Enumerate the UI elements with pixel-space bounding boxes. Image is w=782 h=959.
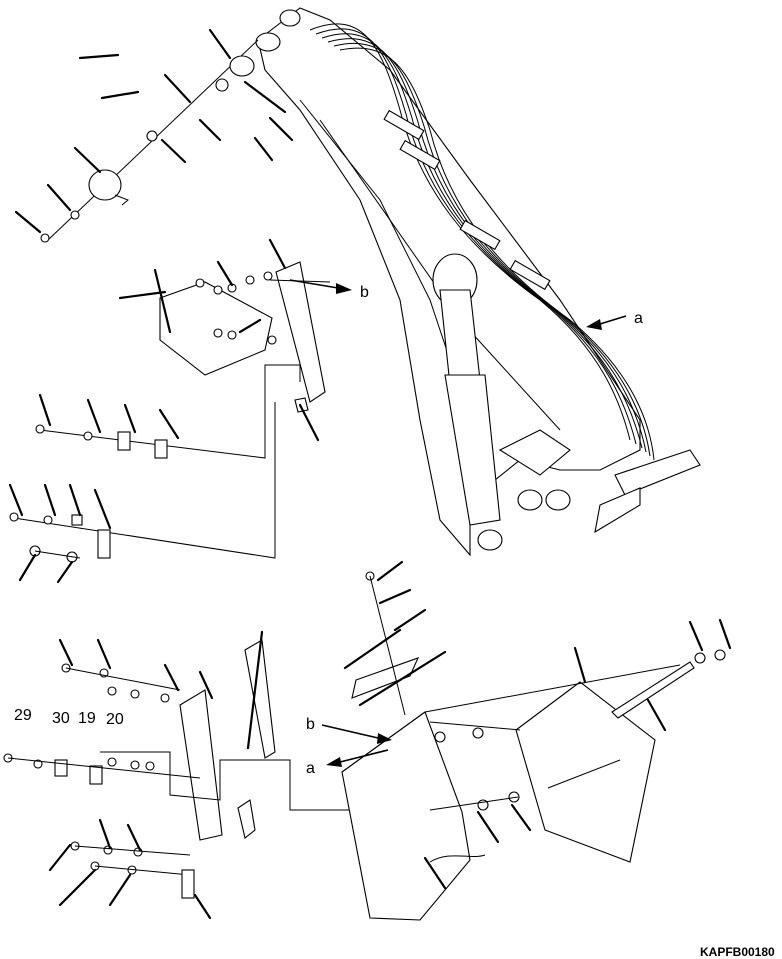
- part-number-20: 20: [106, 711, 124, 728]
- upper-bracket-group: [118, 238, 331, 442]
- lower-right-covers: [321, 560, 732, 921]
- part-number-29: 29: [14, 707, 32, 724]
- callout-a-upper: a: [634, 310, 643, 327]
- callout-b-lower: b: [306, 716, 315, 733]
- drawing-code: KAPFB00180: [700, 945, 775, 959]
- boom-assembly: [255, 7, 701, 557]
- callout-a-lower: a: [306, 760, 315, 777]
- lower-left-group: [3, 630, 350, 920]
- part-number-19: 19: [78, 710, 96, 727]
- callout-arrows-upper: [289, 279, 627, 330]
- part-number-30: 30: [52, 710, 70, 727]
- middle-hardware-group: [8, 364, 301, 584]
- lamp-assembly: [14, 28, 294, 243]
- callout-b-upper: b: [360, 284, 369, 301]
